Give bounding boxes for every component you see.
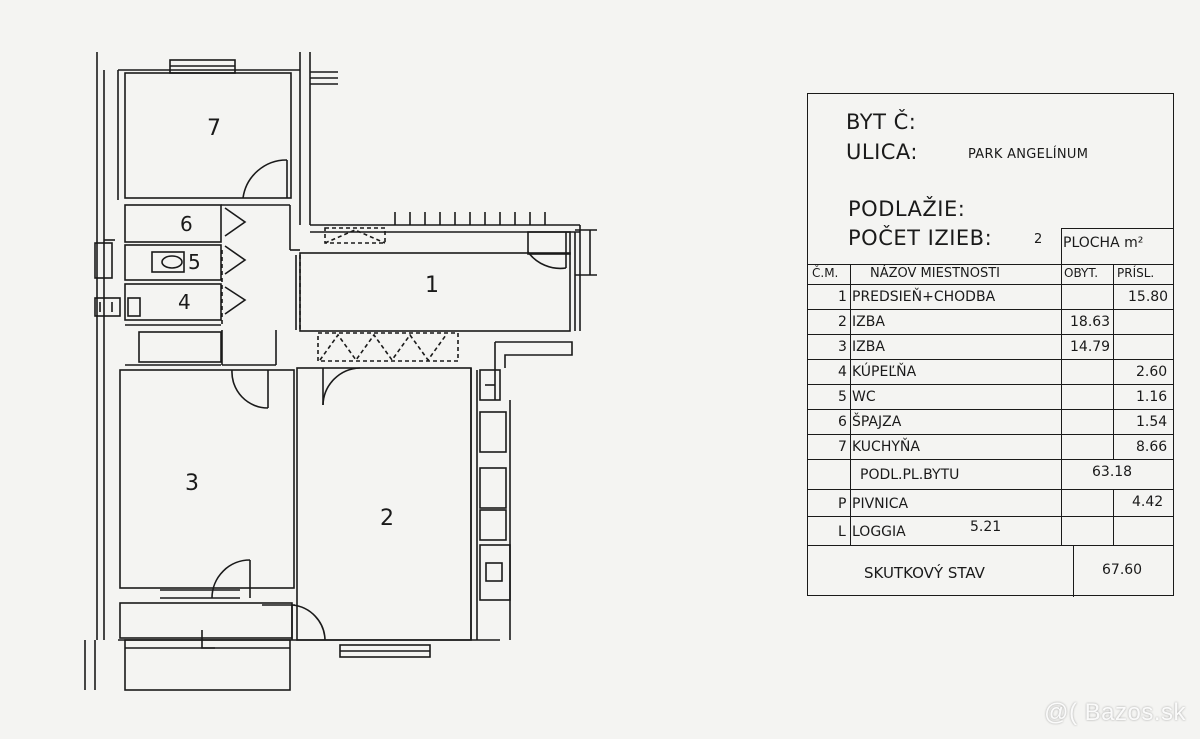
- room-label-pantry: 6: [180, 212, 193, 236]
- row-5-prisl: 1.16: [1136, 389, 1168, 405]
- row-4-prisl: 2.60: [1136, 364, 1168, 380]
- row-1-name: PREDSIEŇ+CHODBA: [852, 289, 996, 305]
- podl-plocha-label: PODL.PL.BYTU: [860, 467, 960, 483]
- row-7-num: 7: [838, 439, 847, 455]
- ulica-label: ULICA:: [846, 140, 918, 164]
- row-6-num: 6: [838, 414, 847, 430]
- loggia-label: LOGGIA: [852, 524, 906, 540]
- col-header-nazov: NÁZOV MIESTNOSTI: [870, 266, 1000, 281]
- podlazie-label: PODLAŽIE:: [848, 197, 966, 221]
- row-2-obyt: 18.63: [1070, 314, 1111, 330]
- room-label-room-3: 3: [185, 471, 199, 496]
- row-1-prisl: 15.80: [1128, 289, 1169, 305]
- col-header-prisl: PRÍSL.: [1117, 266, 1155, 280]
- row-5-num: 5: [838, 389, 847, 405]
- row-6-prisl: 1.54: [1136, 414, 1168, 430]
- loggia-value: 5.21: [970, 519, 1002, 535]
- row-3-obyt: 14.79: [1070, 339, 1111, 355]
- room-schedule-table: BYT Č: ULICA: PARK ANGELÍNUM PODLAŽIE: P…: [807, 93, 1174, 597]
- row-5-name: WC: [852, 389, 876, 405]
- row-1-num: 1: [838, 289, 847, 305]
- pivnica-num: P: [838, 496, 847, 512]
- col-header-obyt: OBYT.: [1064, 266, 1099, 280]
- row-4-name: KÚPEĽŇA: [852, 364, 917, 380]
- room-label-wc: 5: [188, 250, 201, 274]
- row-3-num: 3: [838, 339, 847, 355]
- row-2-num: 2: [838, 314, 847, 330]
- pocet-izieb-label: POČET IZIEB:: [848, 226, 993, 250]
- skutkovy-stav-value: 67.60: [1102, 562, 1143, 578]
- room-label-room-2: 2: [380, 506, 394, 531]
- podl-plocha-value: 63.18: [1092, 464, 1133, 480]
- byt-label: BYT Č:: [846, 110, 917, 134]
- pivnica-value: 4.42: [1132, 494, 1164, 510]
- room-label-bathroom: 4: [178, 290, 191, 314]
- pivnica-label: PIVNICA: [852, 496, 909, 512]
- skutkovy-stav-label: SKUTKOVÝ STAV: [864, 564, 985, 582]
- row-4-num: 4: [838, 364, 847, 380]
- ulica-value: PARK ANGELÍNUM: [968, 147, 1089, 162]
- row-3-name: IZBA: [852, 339, 885, 355]
- row-2-name: IZBA: [852, 314, 885, 330]
- row-6-name: ŠPAJZA: [852, 414, 902, 430]
- room-label-kitchen: 7: [207, 116, 221, 141]
- row-7-prisl: 8.66: [1136, 439, 1168, 455]
- col-header-cm: Č.M.: [812, 266, 839, 280]
- room-label-hall: 1: [425, 273, 439, 298]
- plocha-header: PLOCHA m²: [1063, 235, 1144, 251]
- row-7-name: KUCHYŇA: [852, 439, 920, 455]
- watermark: @( Bazos.sk: [1044, 699, 1186, 726]
- floor-plan: 7 6 5 4 1 3 2: [84, 52, 597, 691]
- loggia-num: L: [838, 524, 846, 540]
- pocet-izieb-value: 2: [1034, 232, 1043, 247]
